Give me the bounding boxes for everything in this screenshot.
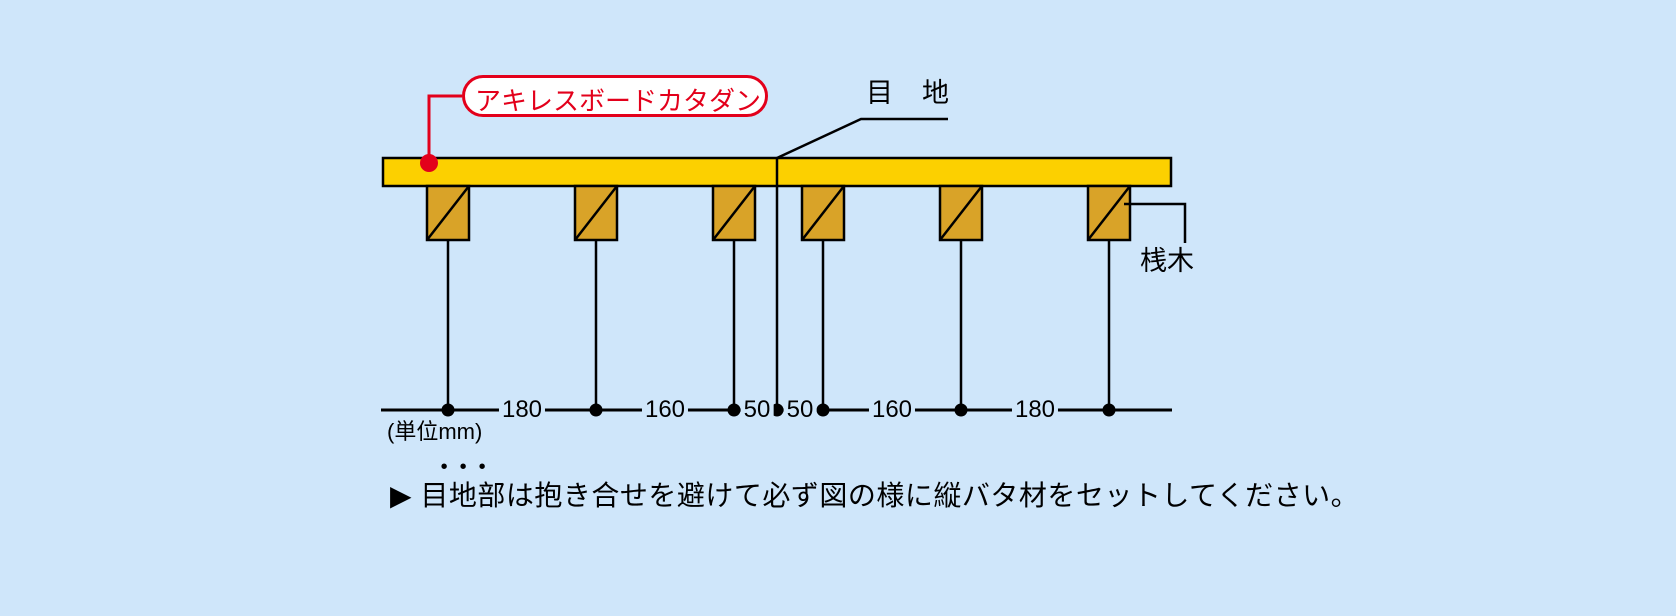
caption-emphasis-text: 目地部 — [420, 474, 506, 514]
dimension-value: 50 — [783, 398, 817, 422]
batten-hatch — [1087, 185, 1131, 241]
joint-leader-line — [776, 117, 948, 160]
joint-label: 目 地 — [866, 78, 950, 108]
batten-group — [425, 184, 1132, 242]
figure-caption: ▶ 目地部は抱き合せを避けて必ず図の様に縦バタ材をセットしてください。 — [390, 474, 1359, 514]
dimension-value: 160 — [868, 398, 916, 422]
callout-leader-line — [427, 94, 462, 163]
caption-marker-icon: ▶ — [390, 480, 413, 511]
batten-label: 桟木 — [1140, 246, 1194, 276]
dimension-nodes — [441, 403, 1116, 417]
dimension-value: 50 — [740, 398, 774, 422]
extension-lines — [446, 186, 1111, 410]
unit-note: (単位mm) — [387, 419, 483, 444]
board-callout[interactable]: アキレスボードカタダン — [462, 75, 768, 117]
batten-leader-line — [1124, 202, 1187, 243]
batten-hatch — [574, 185, 618, 241]
callout-anchor-dot — [420, 154, 438, 172]
dimension-value: 180 — [1011, 398, 1059, 422]
dimension-value: 160 — [641, 398, 689, 422]
batten-hatch — [712, 185, 756, 241]
batten-hatch — [801, 185, 845, 241]
caption-body-text: は抱き合せを避けて必ず図の様に縦バタ材をセットしてください。 — [505, 480, 1360, 511]
batten-hatch — [426, 185, 470, 241]
batten-hatch — [939, 185, 983, 241]
board-callout-label: アキレスボードカタダン — [474, 85, 761, 116]
dimension-value: 180 — [498, 398, 546, 422]
